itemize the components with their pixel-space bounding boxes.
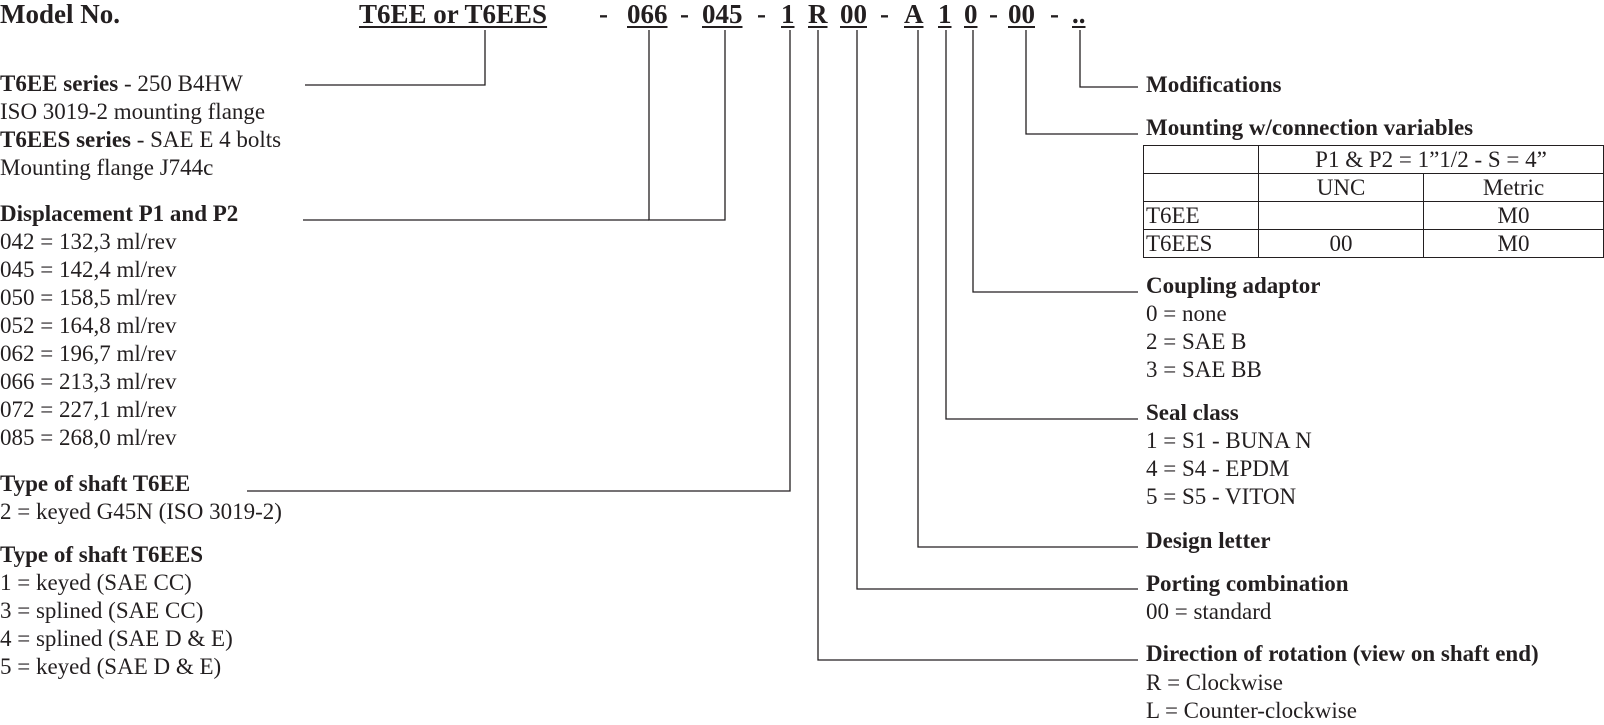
code-separator: -	[680, 0, 689, 29]
series-t6ee: T6EE series - 250 B4HW	[0, 70, 243, 98]
shaft-t6ees-item: 5 = keyed (SAE D & E)	[0, 654, 222, 679]
mounting-table-row: T6EE M0	[1143, 201, 1604, 230]
series-t6ee-name: T6EE series	[0, 71, 119, 96]
leader-modifications	[1079, 30, 1138, 88]
seal-item: 5 = S5 - VITON	[1146, 484, 1297, 509]
displacement-item: 050 = 158,5 ml/rev	[0, 285, 177, 310]
model-label: Model No.	[0, 0, 120, 29]
mounting-table-cell	[1143, 173, 1259, 202]
shaft-t6ees-item: 1 = keyed (SAE CC)	[0, 570, 192, 595]
mounting-table-header: P1 & P2 = 1”1/2 - S = 4”	[1258, 145, 1604, 174]
series-t6ees-flange: Mounting flange J744c	[0, 155, 214, 180]
series-t6ee-flange: ISO 3019-2 mounting flange	[0, 99, 266, 124]
displacement-item: 066 = 213,3 ml/rev	[0, 369, 177, 394]
leader-shaft	[247, 30, 791, 492]
displacement-item: 062 = 196,7 ml/rev	[0, 341, 177, 366]
leader-displacement	[648, 30, 726, 221]
code-displacement-p1: 066	[627, 0, 668, 29]
coupling-item: 2 = SAE B	[1146, 329, 1247, 354]
code-rotation: R	[808, 0, 828, 29]
series-t6ees-detail: - SAE E 4 bolts	[130, 127, 282, 152]
mounting-table-cell: T6EE	[1143, 201, 1259, 230]
displacement-item: 072 = 227,1 ml/rev	[0, 397, 177, 422]
mounting-title: Mounting w/connection variables	[1146, 115, 1474, 140]
leader-mounting	[1025, 30, 1138, 135]
code-modifications: ..	[1072, 0, 1086, 29]
displacement-item: 085 = 268,0 ml/rev	[0, 425, 177, 450]
code-porting: 00	[840, 0, 867, 29]
mounting-table-cell: M0	[1423, 201, 1604, 230]
leader-series	[305, 30, 486, 86]
mounting-table-column: UNC	[1258, 173, 1424, 202]
shaft-t6ees-title: Type of shaft T6EES	[0, 542, 204, 567]
rotation-title: Direction of rotation (view on shaft end…	[1146, 641, 1539, 666]
mounting-table-header-row: P1 & P2 = 1”1/2 - S = 4”	[1143, 145, 1604, 174]
mounting-table-column: Metric	[1423, 173, 1604, 202]
seal-title: Seal class	[1146, 400, 1239, 425]
seal-item: 1 = S1 - BUNA N	[1146, 428, 1312, 453]
code-shaft: 1	[781, 0, 795, 29]
coupling-title: Coupling adaptor	[1146, 273, 1321, 298]
code-series: T6EE or T6EES	[359, 0, 548, 29]
code-mounting: 00	[1008, 0, 1035, 29]
mounting-table-cell	[1143, 145, 1259, 174]
mounting-table-cell: T6EES	[1143, 229, 1259, 258]
shaft-t6ee-title: Type of shaft T6EE	[0, 471, 191, 496]
displacement-item: 042 = 132,3 ml/rev	[0, 229, 177, 254]
shaft-t6ee-item: 2 = keyed G45N (ISO 3019-2)	[0, 499, 282, 524]
displacement-title: Displacement P1 and P2	[0, 201, 239, 226]
series-t6ees-name: T6EES series	[0, 127, 131, 152]
displacement-item: 045 = 142,4 ml/rev	[0, 257, 177, 282]
porting-title: Porting combination	[1146, 571, 1349, 596]
leader-rotation	[817, 30, 1138, 661]
leader-seal	[945, 30, 1138, 420]
mounting-table-cell: 00	[1258, 229, 1424, 258]
code-design: A	[904, 0, 924, 29]
seal-item: 4 = S4 - EPDM	[1146, 456, 1290, 481]
rotation-item: R = Clockwise	[1146, 670, 1283, 695]
mounting-table-cell	[1258, 201, 1424, 230]
porting-item: 00 = standard	[1146, 599, 1272, 624]
leader-design	[917, 30, 1138, 548]
code-displacement-p2: 045	[702, 0, 743, 29]
code-separator: -	[880, 0, 889, 29]
code-separator: -	[757, 0, 766, 29]
code-separator: -	[989, 0, 998, 29]
mounting-table-column-row: UNC Metric	[1143, 173, 1604, 202]
code-seal: 1	[938, 0, 952, 29]
code-coupling: 0	[964, 0, 978, 29]
shaft-t6ees-item: 4 = splined (SAE D & E)	[0, 626, 233, 651]
leader-porting	[856, 30, 1138, 590]
series-t6ees: T6EES series - SAE E 4 bolts	[0, 126, 281, 154]
series-t6ee-detail: - 250 B4HW	[118, 71, 243, 96]
mounting-table: P1 & P2 = 1”1/2 - S = 4” UNC Metric T6EE…	[1143, 145, 1604, 258]
code-separator: -	[599, 0, 608, 29]
coupling-item: 3 = SAE BB	[1146, 357, 1262, 382]
shaft-t6ees-item: 3 = splined (SAE CC)	[0, 598, 204, 623]
design-title: Design letter	[1146, 528, 1271, 553]
mounting-table-row: T6EES 00 M0	[1143, 229, 1604, 258]
rotation-item: L = Counter-clockwise	[1146, 698, 1357, 723]
displacement-item: 052 = 164,8 ml/rev	[0, 313, 177, 338]
coupling-item: 0 = none	[1146, 301, 1227, 326]
modifications-title: Modifications	[1146, 72, 1282, 97]
code-separator: -	[1050, 0, 1059, 29]
mounting-table-cell: M0	[1423, 229, 1604, 258]
leader-coupling	[972, 30, 1138, 293]
